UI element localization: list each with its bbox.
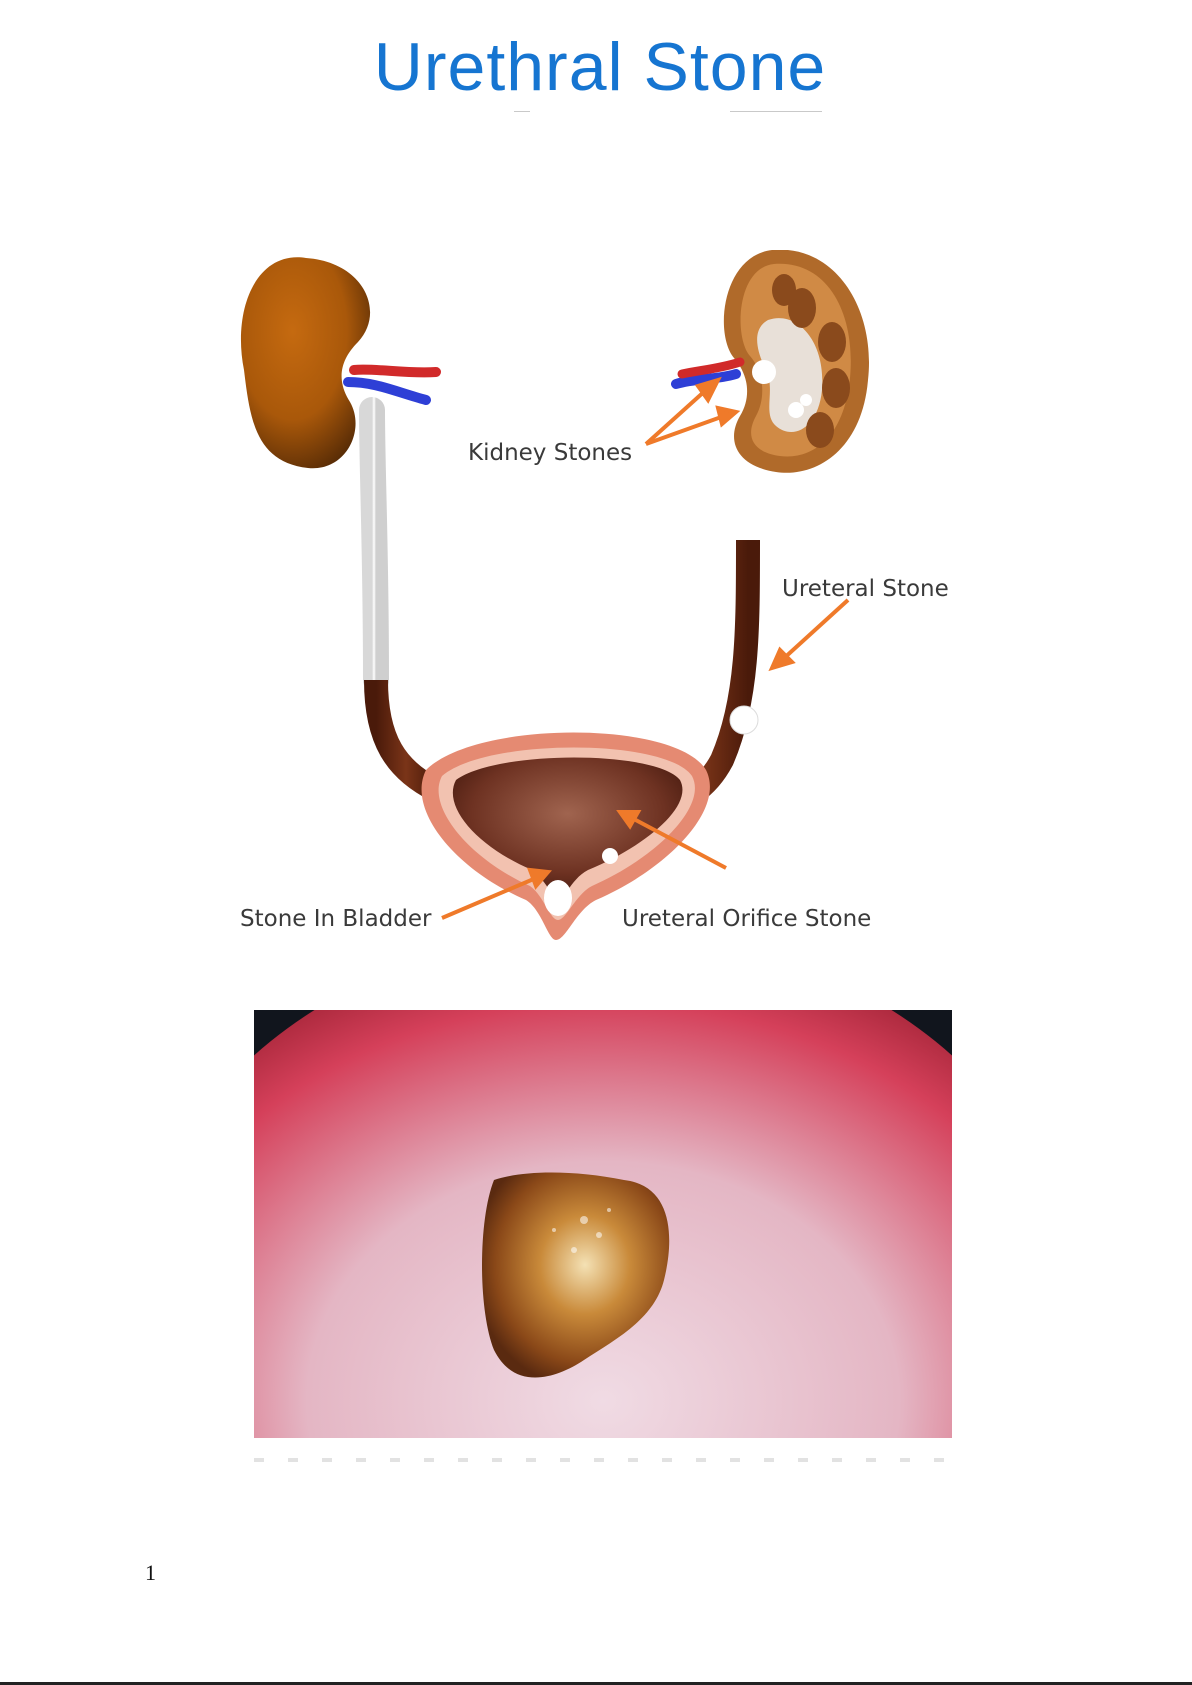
left-kidney bbox=[241, 257, 370, 468]
title-underline-right bbox=[730, 111, 822, 112]
faint-caption-line bbox=[254, 1458, 952, 1462]
urinary-stones-diagram: Kidney Stones Ureteral Stone Stone In Bl… bbox=[236, 250, 956, 970]
page-title: Urethral Stone bbox=[0, 28, 1192, 106]
endoscopic-stone-photo bbox=[254, 1010, 952, 1438]
label-ureteral-orifice-stone: Ureteral Orifice Stone bbox=[622, 906, 871, 932]
label-kidney-stones: Kidney Stones bbox=[468, 440, 632, 466]
title-underline-left bbox=[514, 111, 530, 112]
renal-vessels bbox=[348, 362, 740, 400]
label-ureteral-stone: Ureteral Stone bbox=[782, 576, 949, 602]
page-number: 1 bbox=[145, 1560, 156, 1586]
label-stone-in-bladder: Stone In Bladder bbox=[240, 906, 432, 932]
